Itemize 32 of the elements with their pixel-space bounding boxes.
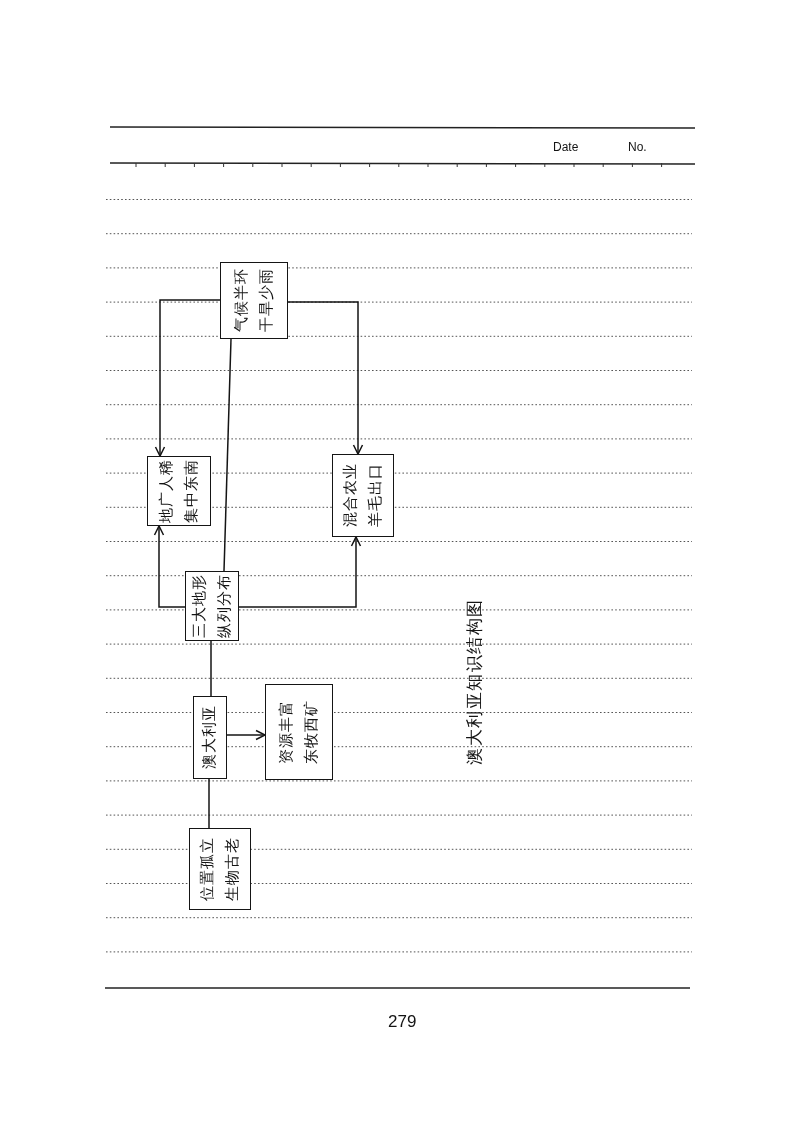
- arrow: [153, 525, 186, 608]
- concept-text: 干旱少雨: [258, 268, 275, 333]
- concept-box: [147, 456, 211, 526]
- concept-text: 集中东南: [183, 459, 200, 523]
- concept-box: [220, 262, 288, 339]
- number-label: No.: [628, 140, 647, 154]
- arrow: [226, 729, 266, 741]
- concept-text: 地广人稀: [158, 459, 175, 523]
- arrow: [238, 536, 362, 608]
- concept-text: 资源丰富: [278, 700, 295, 764]
- concept-text: 纵列分布: [216, 574, 233, 638]
- topic-box: [193, 696, 227, 779]
- concept-text: 生物古老: [224, 837, 241, 901]
- arrow: [154, 299, 221, 457]
- concept-box: [332, 454, 394, 537]
- concept-text: 位置孤立: [199, 837, 216, 901]
- concept-text: 三大地形: [191, 574, 208, 638]
- concept-box: [185, 571, 239, 641]
- connector-line: [210, 640, 212, 697]
- date-label: Date: [553, 140, 579, 154]
- concept-text: 气候半环: [233, 268, 250, 333]
- concept-box: [265, 684, 333, 780]
- concept-text: 混合农业: [342, 463, 359, 528]
- arrow: [287, 301, 364, 455]
- topic-text: 澳大利亚: [202, 705, 218, 770]
- diagram-title: 澳大利亚知识结构图: [463, 598, 485, 765]
- page-number: 279: [388, 1012, 417, 1032]
- concept-box: [189, 828, 251, 910]
- connector-line: [223, 338, 232, 572]
- concept-text: 东牧西矿: [303, 700, 320, 764]
- concept-text: 羊毛出口: [367, 463, 384, 528]
- connector-line: [208, 778, 210, 829]
